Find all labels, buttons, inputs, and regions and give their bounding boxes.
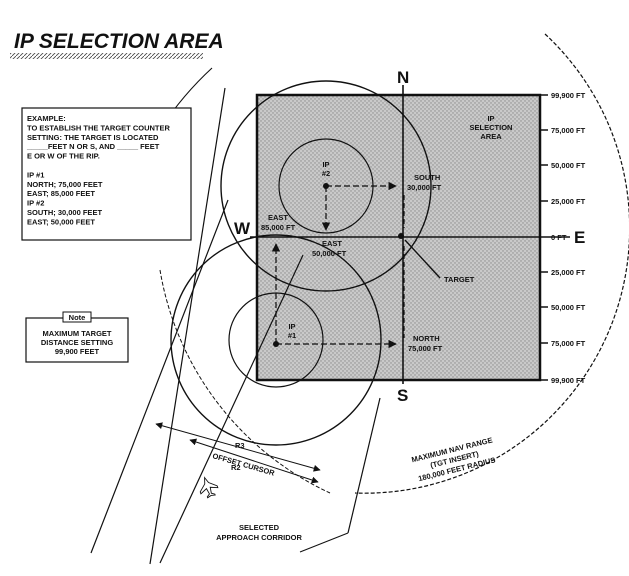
scale-label: 75,000 FT [551,126,586,135]
scale-label: 50,000 FT [551,161,586,170]
offset-cursor-dimensions [155,422,321,484]
example-line: SOUTH; 30,000 FEET [27,208,102,217]
scale-label: 99,900 FT [551,91,586,100]
svg-text:AREA: AREA [480,132,502,141]
svg-text:IP: IP [487,114,494,123]
max-nav-range-label: MAXIMUM NAV RANGE (TGT INSERT) 180,000 F… [411,435,497,483]
ip1-label: IP #1 [288,322,296,340]
example-line: IP #2 [27,199,44,208]
ip2-label: IP #2 [322,160,330,178]
target-label: TARGET [444,275,475,284]
scale-ticks [540,94,548,381]
compass-west: W [234,219,251,238]
south-30000-label: SOUTH 30,000 FT [407,173,442,192]
svg-text:NORTH: NORTH [413,334,440,343]
example-line: NORTH; 75,000 FEET [27,180,103,189]
example-line: IP #1 [27,170,44,179]
note-box [25,317,129,363]
svg-text:75,000 FT: 75,000 FT [408,344,443,353]
example-box-text: EXAMPLE:TO ESTABLISH THE TARGET COUNTERS… [26,114,171,226]
example-line: E OR W OF THE RIP. [27,152,100,161]
target-point [398,233,404,239]
compass-east: E [574,228,585,247]
page-title: IP SELECTION AREA [14,30,224,53]
example-line: TO ESTABLISH THE TARGET COUNTER [27,123,171,132]
aircraft-icon [199,476,219,499]
example-box [21,107,192,241]
svg-text:APPROACH CORRIDOR: APPROACH CORRIDOR [216,533,302,542]
note-line: DISTANCE SETTING [41,338,114,347]
scale-label: 75,000 FT [551,339,586,348]
svg-text:85,000 FT: 85,000 FT [261,223,296,232]
svg-text:SELECTED: SELECTED [239,523,280,532]
scale-label: 0 FT [551,233,567,242]
ip-area-label: IP SELECTION AREA [470,114,513,141]
scale-labels: 99,900 FT 75,000 FT 50,000 FT 25,000 FT … [551,91,586,385]
svg-text:SELECTION: SELECTION [470,123,513,132]
example-line: EAST; 85,000 FEET [27,189,95,198]
svg-text:IP: IP [288,322,295,331]
svg-text:EAST: EAST [322,239,342,248]
svg-text:IP: IP [322,160,329,169]
example-line: SETTING: THE TARGET IS LOCATED [27,133,159,142]
title-underline [10,53,203,59]
east-50000-label: EAST 50,000 FT [312,239,347,258]
note-line: 99,900 FEET [55,347,100,356]
r2-label: R2 [231,463,241,472]
example-line: EXAMPLE: [27,114,66,123]
compass-south: S [397,386,408,405]
svg-text:50,000 FT: 50,000 FT [312,249,347,258]
scale-label: 99,900 FT [551,376,586,385]
ip2-large-circle [220,80,432,292]
svg-text:#2: #2 [322,169,330,178]
north-75000-label: NORTH 75,000 FT [408,334,443,353]
scale-label: 25,000 FT [551,197,586,206]
note-header-box [62,311,92,323]
example-line: EAST; 50,000 FEET [27,217,95,226]
svg-text:#1: #1 [288,331,296,340]
example-line: _____FEET N OR S, AND _____ FEET [26,142,160,151]
compass-north: N [397,68,409,87]
approach-corridor-lines [90,87,381,565]
max-nav-range-arc [354,33,629,494]
scale-label: 25,000 FT [551,268,586,277]
selected-approach-corridor-label: SELECTED APPROACH CORRIDOR [216,523,302,542]
svg-text:SOUTH: SOUTH [414,173,440,182]
note-header: Note [69,313,86,322]
svg-text:EAST: EAST [268,213,288,222]
east-85000-label: EAST 85,000 FT [261,213,296,232]
note-line: MAXIMUM TARGET [42,329,111,338]
r3-label: R3 [235,441,245,450]
svg-text:30,000 FT: 30,000 FT [407,183,442,192]
target-pointer [404,239,441,279]
scale-label: 50,000 FT [551,303,586,312]
